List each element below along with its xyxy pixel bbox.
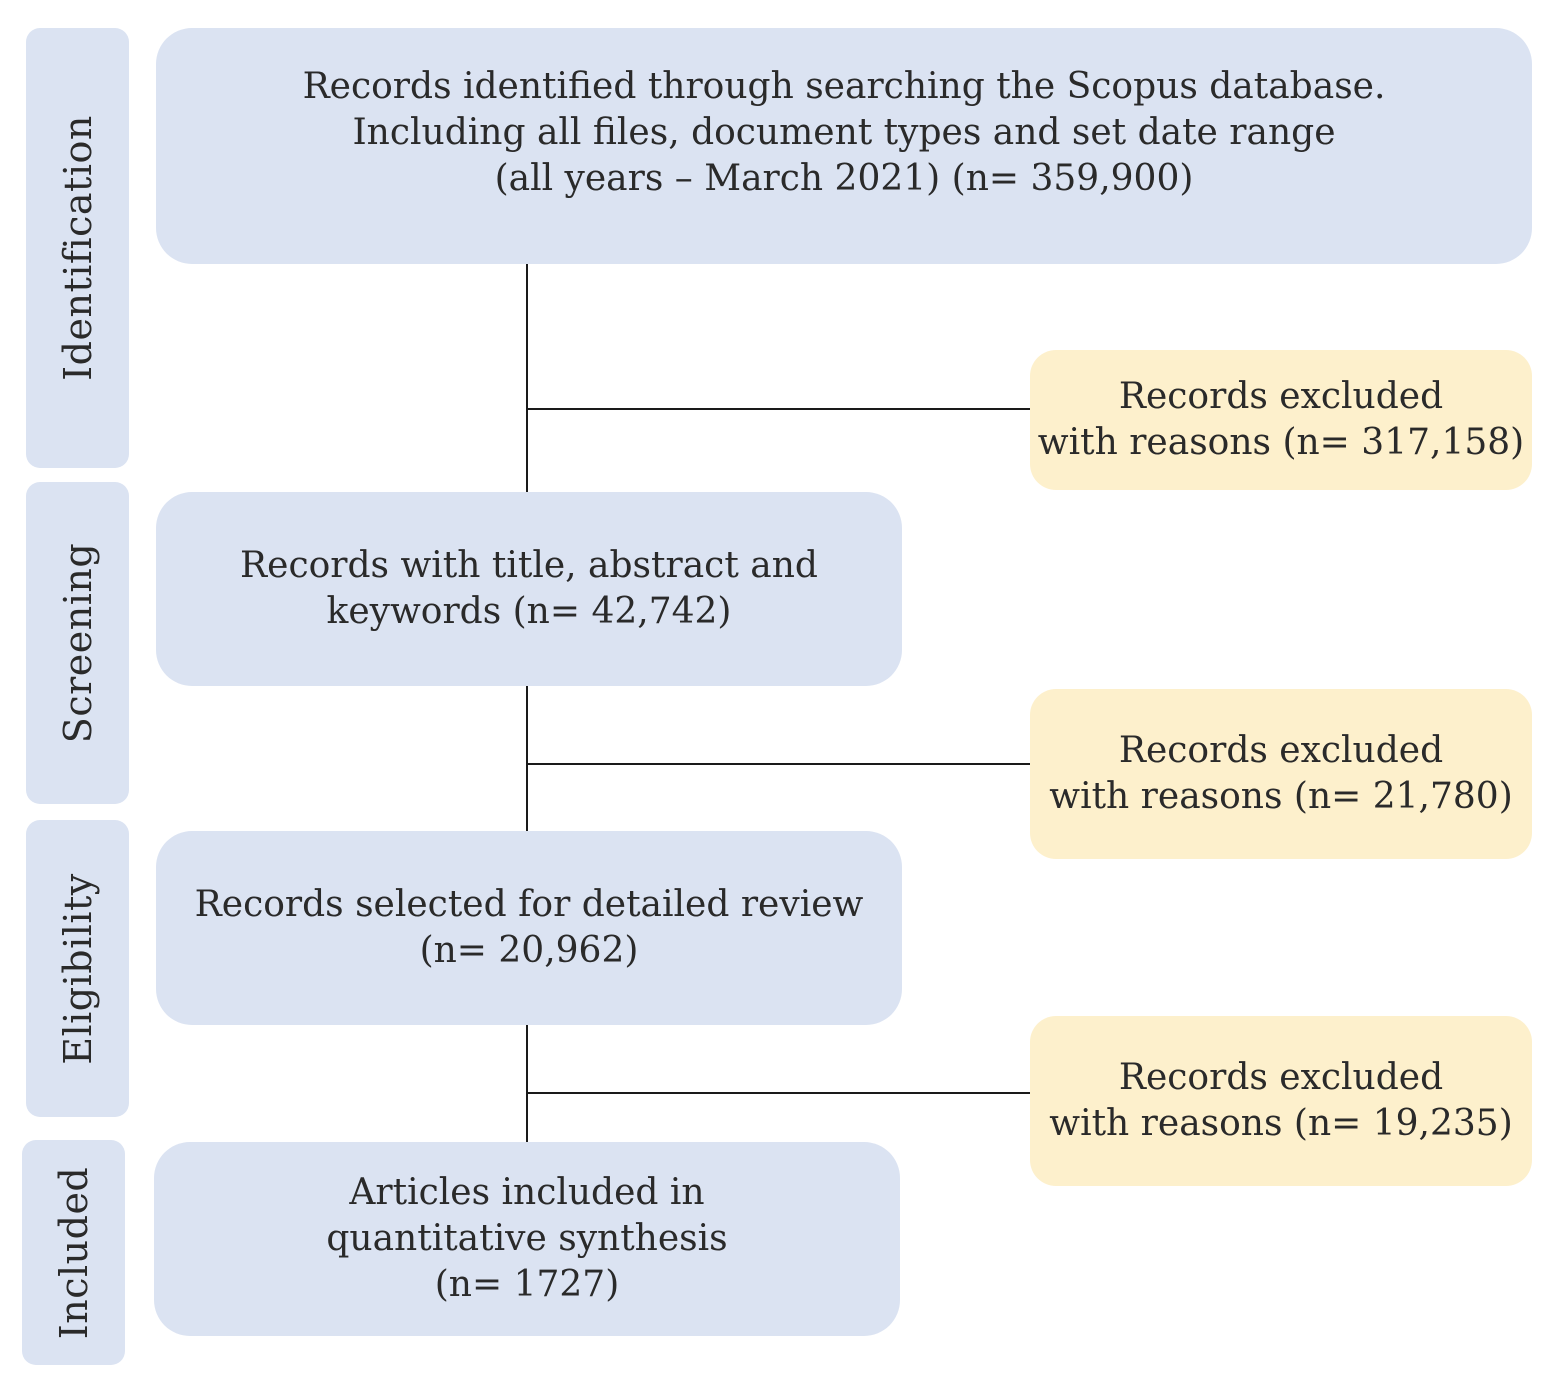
connector-vertical-3 xyxy=(526,1025,528,1142)
excluded-1-line-2: with reasons (n= 317,158) xyxy=(1037,422,1525,463)
records-eligible-box: Records selected for detailed review (n=… xyxy=(156,831,902,1025)
stage-label-included: Included xyxy=(51,1166,96,1339)
connector-vertical-2 xyxy=(526,686,528,831)
connector-horizontal-2 xyxy=(526,763,1030,765)
records-excluded-box-2: Records excluded with reasons (n= 21,780… xyxy=(1030,689,1532,859)
excluded-1-line-1: Records excluded xyxy=(1118,376,1444,417)
stage-included: Included xyxy=(22,1140,125,1365)
excluded-3-line-2: with reasons (n= 19,235) xyxy=(1049,1103,1513,1144)
eligible-line-2: (n= 20,962) xyxy=(419,930,639,971)
excluded-2-line-1: Records excluded xyxy=(1118,730,1444,771)
stage-identification: Identification xyxy=(26,28,129,468)
stage-eligibility: Eligibility xyxy=(26,820,129,1117)
records-identified-box: Records identified through searching the… xyxy=(156,28,1532,264)
records-excluded-box-1: Records excluded with reasons (n= 317,15… xyxy=(1030,350,1532,490)
eligible-line-1: Records selected for detailed review xyxy=(194,884,864,925)
identified-line-1: Records identified through searching the… xyxy=(302,66,1386,107)
stage-label-eligibility: Eligibility xyxy=(55,872,100,1065)
records-excluded-box-3: Records excluded with reasons (n= 19,235… xyxy=(1030,1016,1532,1186)
connector-horizontal-1 xyxy=(526,408,1030,410)
stage-label-identification: Identification xyxy=(55,115,100,381)
identified-line-3: (all years – March 2021) (n= 359,900) xyxy=(494,158,1194,199)
screened-line-1: Records with title, abstract and xyxy=(240,545,818,586)
stage-label-screening: Screening xyxy=(55,542,100,744)
stage-screening: Screening xyxy=(26,482,129,804)
included-line-1: Articles included in xyxy=(349,1172,705,1213)
records-screened-box: Records with title, abstract and keyword… xyxy=(156,492,902,686)
identified-line-2: Including all files, document types and … xyxy=(352,112,1336,153)
connector-horizontal-3 xyxy=(526,1092,1030,1094)
included-line-3: (n= 1727) xyxy=(434,1264,620,1305)
connector-vertical-1 xyxy=(526,264,528,492)
excluded-3-line-1: Records excluded xyxy=(1118,1057,1444,1098)
screened-line-2: keywords (n= 42,742) xyxy=(326,591,732,632)
articles-included-box: Articles included in quantitative synthe… xyxy=(154,1142,900,1336)
excluded-2-line-2: with reasons (n= 21,780) xyxy=(1049,776,1513,817)
included-line-2: quantitative synthesis xyxy=(326,1218,728,1259)
